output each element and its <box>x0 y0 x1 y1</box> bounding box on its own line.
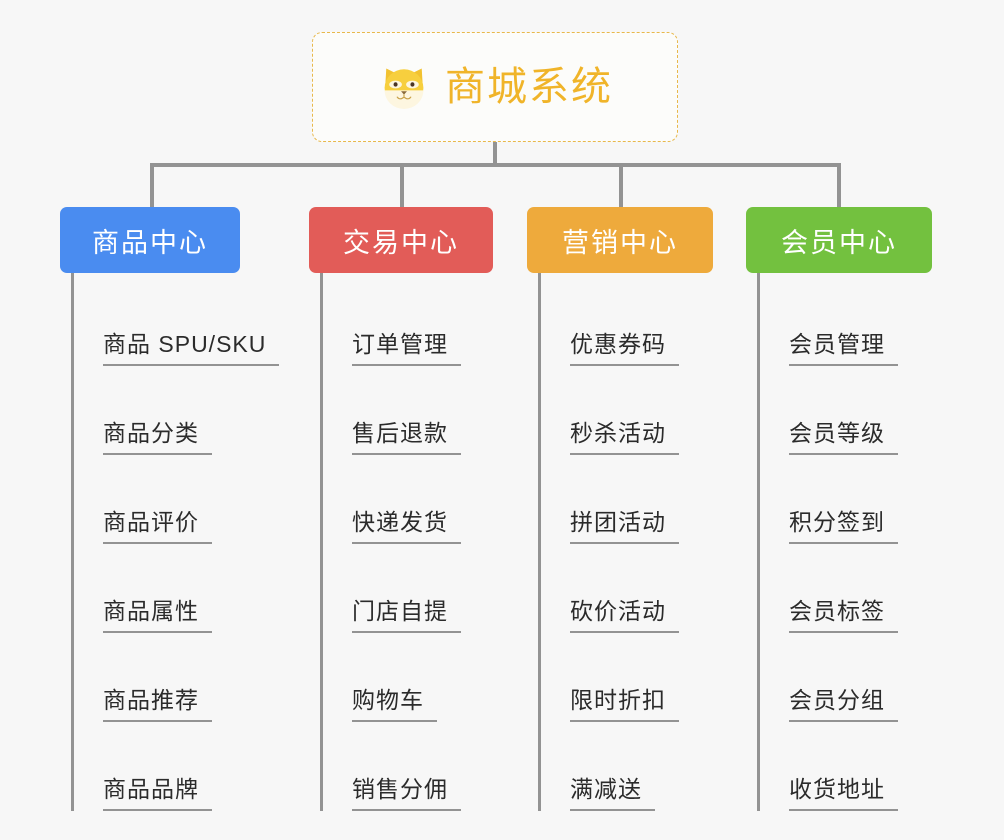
leaf-label: 销售分佣 <box>352 776 461 811</box>
category-header-trade-center[interactable]: 交易中心 <box>309 207 493 273</box>
leaf-list-trade-center: 订单管理 售后退款 快递发货 门店自提 购物车 销售分佣 <box>320 273 493 811</box>
list-item[interactable]: 会员管理 <box>760 277 932 366</box>
shiba-dog-face-icon <box>377 60 431 114</box>
list-item[interactable]: 会员等级 <box>760 366 932 455</box>
leaf-label: 满减送 <box>570 776 655 811</box>
leaf-list-member-center: 会员管理 会员等级 积分签到 会员标签 会员分组 收货地址 <box>757 273 932 811</box>
list-item[interactable]: 商品推荐 <box>74 633 240 722</box>
root-node[interactable]: 商城系统 <box>312 32 678 142</box>
leaf-label: 优惠券码 <box>570 331 679 366</box>
leaf-label: 会员标签 <box>789 598 898 633</box>
leaf-label: 商品属性 <box>103 598 212 633</box>
category-label: 商品中心 <box>92 227 208 258</box>
list-item[interactable]: 秒杀活动 <box>541 366 713 455</box>
list-item[interactable]: 商品 SPU/SKU <box>74 277 280 366</box>
leaf-label: 商品评价 <box>103 509 212 544</box>
list-item[interactable]: 快递发货 <box>323 455 493 544</box>
category-label: 营销中心 <box>562 227 678 258</box>
leaf-label: 商品 SPU/SKU <box>103 331 280 366</box>
leaf-label: 商品分类 <box>103 420 212 455</box>
list-item[interactable]: 购物车 <box>323 633 493 722</box>
leaf-label: 限时折扣 <box>570 687 679 722</box>
category-label: 交易中心 <box>343 227 459 258</box>
list-item[interactable]: 商品品牌 <box>74 722 240 811</box>
list-item[interactable]: 门店自提 <box>323 544 493 633</box>
connector-stem <box>493 142 497 166</box>
leaf-label: 砍价活动 <box>570 598 679 633</box>
category-header-member-center[interactable]: 会员中心 <box>746 207 932 273</box>
leaf-label: 秒杀活动 <box>570 420 679 455</box>
column-product-center: 商品中心 商品 SPU/SKU 商品分类 商品评价 商品属性 商品推荐 商品品牌 <box>60 207 280 811</box>
leaf-label: 商品推荐 <box>103 687 212 722</box>
leaf-label: 会员管理 <box>789 331 898 366</box>
list-item[interactable]: 拼团活动 <box>541 455 713 544</box>
list-item[interactable]: 商品分类 <box>74 366 240 455</box>
connector-drop-marketing <box>619 163 623 207</box>
column-marketing-center: 营销中心 优惠券码 秒杀活动 拼团活动 砍价活动 限时折扣 满减送 <box>527 207 713 811</box>
list-item[interactable]: 收货地址 <box>760 722 932 811</box>
list-item[interactable]: 限时折扣 <box>541 633 713 722</box>
list-item[interactable]: 订单管理 <box>323 277 493 366</box>
connector-drop-member <box>837 163 841 207</box>
connector-drop-trade <box>400 163 404 207</box>
connector-drop-product <box>150 163 154 207</box>
connector-bus <box>150 163 840 167</box>
leaf-list-product-center: 商品 SPU/SKU 商品分类 商品评价 商品属性 商品推荐 商品品牌 <box>71 273 280 811</box>
list-item[interactable]: 砍价活动 <box>541 544 713 633</box>
leaf-label: 购物车 <box>352 687 437 722</box>
list-item[interactable]: 积分签到 <box>760 455 932 544</box>
list-item[interactable]: 商品属性 <box>74 544 240 633</box>
leaf-label: 会员分组 <box>789 687 898 722</box>
list-item[interactable]: 售后退款 <box>323 366 493 455</box>
column-member-center: 会员中心 会员管理 会员等级 积分签到 会员标签 会员分组 收货地址 <box>746 207 932 811</box>
leaf-list-marketing-center: 优惠券码 秒杀活动 拼团活动 砍价活动 限时折扣 满减送 <box>538 273 713 811</box>
column-trade-center: 交易中心 订单管理 售后退款 快递发货 门店自提 购物车 销售分佣 <box>309 207 493 811</box>
list-item[interactable]: 会员分组 <box>760 633 932 722</box>
list-item[interactable]: 商品评价 <box>74 455 240 544</box>
leaf-label: 快递发货 <box>352 509 461 544</box>
leaf-label: 订单管理 <box>352 331 461 366</box>
list-item[interactable]: 优惠券码 <box>541 277 713 366</box>
category-header-product-center[interactable]: 商品中心 <box>60 207 240 273</box>
category-header-marketing-center[interactable]: 营销中心 <box>527 207 713 273</box>
leaf-label: 积分签到 <box>789 509 898 544</box>
list-item[interactable]: 销售分佣 <box>323 722 493 811</box>
leaf-label: 拼团活动 <box>570 509 679 544</box>
leaf-label: 售后退款 <box>352 420 461 455</box>
leaf-label: 门店自提 <box>352 598 461 633</box>
list-item[interactable]: 满减送 <box>541 722 713 811</box>
leaf-label: 会员等级 <box>789 420 898 455</box>
list-item[interactable]: 会员标签 <box>760 544 932 633</box>
leaf-label: 商品品牌 <box>103 776 212 811</box>
leaf-label: 收货地址 <box>789 776 898 811</box>
category-label: 会员中心 <box>781 227 897 258</box>
root-title: 商城系统 <box>445 65 613 109</box>
